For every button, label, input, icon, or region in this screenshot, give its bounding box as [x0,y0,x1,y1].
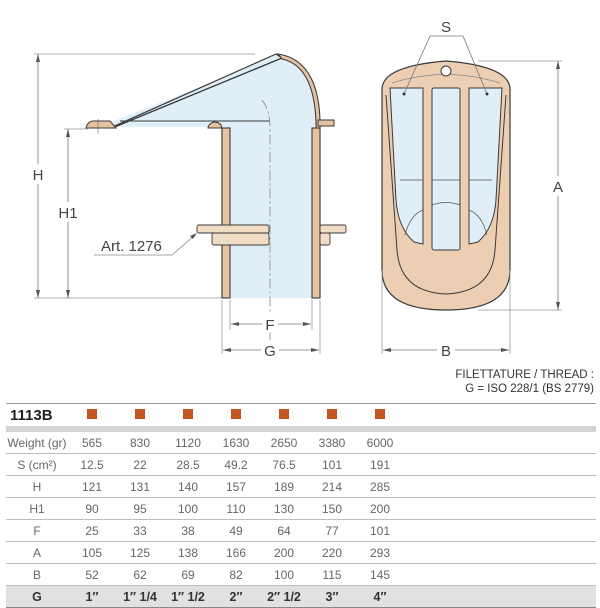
model-code: 1113B [10,406,53,424]
cell: 2″ 1/2 [260,585,308,608]
row-label: H1 [6,497,68,520]
color-swatch [183,409,193,419]
cell: 166 [212,541,260,564]
cell: 2650 [260,432,308,454]
color-swatch [327,409,337,419]
cell: 100 [164,497,212,520]
color-swatch [231,409,241,419]
row-label: S (cm²) [6,453,68,476]
cell: 25 [68,519,116,542]
side-view: H H1 Art. 1276 [30,53,347,360]
cell: 1″ 1/2 [164,585,212,608]
dim-A-label: A [553,179,563,196]
cell: 1″ 1/4 [116,585,164,608]
cell: 1630 [212,432,260,454]
table-header-row: 1113B [6,404,596,426]
cell: 69 [164,563,212,586]
cell: 140 [164,475,212,498]
cell: 110 [212,497,260,520]
cell: 62 [116,563,164,586]
color-swatch [87,409,97,419]
cell: 101 [308,453,356,476]
color-swatch [375,409,385,419]
cell: 2″ [212,585,260,608]
cell: 100 [260,563,308,586]
technical-drawing: H H1 Art. 1276 [30,19,566,360]
dim-H-label: H [33,167,44,184]
cell: 191 [356,453,404,476]
dim-B-label: B [441,343,451,360]
dim-H1-label: H1 [58,205,77,222]
cell: 49.2 [212,453,260,476]
thread-note-line1: FILETTATURE / THREAD : [455,369,594,381]
cell: 105 [68,541,116,564]
front-view: S A B [381,19,566,360]
cell: 12.5 [68,453,116,476]
cell: 33 [116,519,164,542]
cell: 82 [212,563,260,586]
cell: 90 [68,497,116,520]
cell: 76.5 [260,453,308,476]
cell: 4″ [356,585,404,608]
cell: 77 [308,519,356,542]
color-swatch [135,409,145,419]
cell: 125 [116,541,164,564]
cell: 49 [212,519,260,542]
cell: 101 [356,519,404,542]
dim-S-label: S [441,19,451,36]
cell: 1″ [68,585,116,608]
table-row-A: A 105 125 138 166 200 220 293 [6,541,596,564]
cell: 6000 [356,432,404,454]
cell: 285 [356,475,404,498]
cell: 189 [260,475,308,498]
cell: 95 [116,497,164,520]
table-row-F: F 25 33 38 49 64 77 101 [6,519,596,542]
cell: 3380 [308,432,356,454]
cell: 200 [356,497,404,520]
table-row-weight: Weight (gr) 565 830 1120 1630 2650 3380 … [6,432,596,454]
cell: 293 [356,541,404,564]
dim-G-label: G [264,343,276,360]
cell: 1120 [164,432,212,454]
cell: 214 [308,475,356,498]
color-swatch [279,409,289,419]
cell: 121 [68,475,116,498]
cell: 52 [68,563,116,586]
row-label: A [6,541,68,564]
cell: 200 [260,541,308,564]
cell: 830 [116,432,164,454]
cell: 64 [260,519,308,542]
row-label: G [6,585,68,608]
cell: 150 [308,497,356,520]
table-row-S: S (cm²) 12.5 22 28.5 49.2 76.5 101 191 [6,453,596,476]
cell: 22 [116,453,164,476]
cell: 115 [308,563,356,586]
row-label: F [6,519,68,542]
table-row-G: G 1″ 1″ 1/4 1″ 1/2 2″ 2″ 1/2 3″ 4″ [6,585,596,608]
table-row-B: B 52 62 69 82 100 115 145 [6,563,596,586]
callout-art-1276: Art. 1276 [101,238,162,255]
table-row-H: H 121 131 140 157 189 214 285 [6,475,596,498]
cell: 145 [356,563,404,586]
cell: 28.5 [164,453,212,476]
thread-note: FILETTATURE / THREAD : G = ISO 228/1 (BS… [455,368,594,396]
cell: 130 [260,497,308,520]
cell: 38 [164,519,212,542]
cell: 220 [308,541,356,564]
spec-table: 1113B Weight (gr) 565 830 1120 1630 2650… [6,403,596,608]
cell: 131 [116,475,164,498]
dim-F-label: F [265,317,274,334]
row-label: Weight (gr) [6,432,68,454]
row-label: H [6,475,68,498]
cell: 565 [68,432,116,454]
row-label: B [6,563,68,586]
cell: 3″ [308,585,356,608]
table-row-H1: H1 90 95 100 110 130 150 200 [6,497,596,520]
thread-note-line2: G = ISO 228/1 (BS 2779) [465,383,594,395]
cell: 157 [212,475,260,498]
cell: 138 [164,541,212,564]
